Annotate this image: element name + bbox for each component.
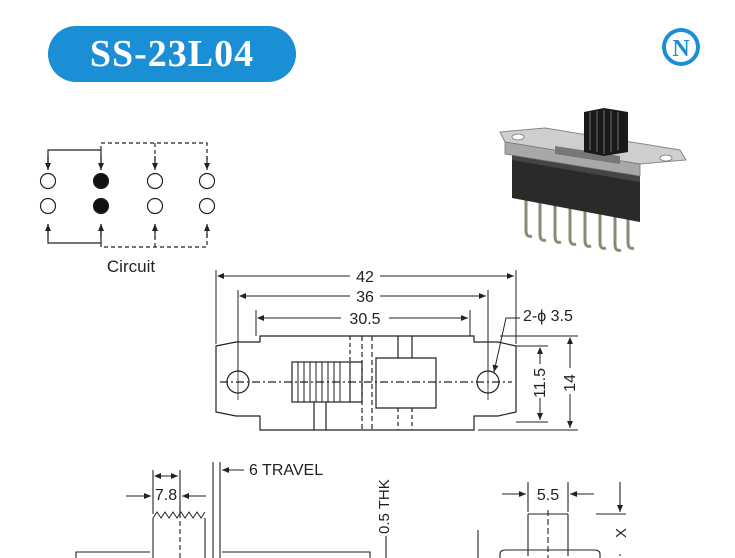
dim-overall: 42: [356, 269, 374, 286]
model-badge: SS-23L04: [48, 26, 296, 82]
slider-block: [350, 361, 363, 403]
dim-mount: 36: [356, 289, 374, 306]
top-view: [215, 335, 517, 431]
circuit-label: Circuit: [107, 257, 155, 276]
dim-actuator: 5.5: [537, 487, 559, 504]
logo-inner: [666, 32, 696, 62]
terminal: [198, 172, 216, 190]
product-image: [499, 108, 687, 252]
circuit-dashed-bottom: [100, 224, 208, 248]
terminal: [39, 197, 57, 215]
side-view-labels: 7.8 6 TRAVEL 0.5 THK: [155, 462, 393, 534]
circuit-diagram: [45, 142, 210, 248]
circuit-link-bottom: [47, 224, 102, 244]
dim-thickness: 0.5 THK: [376, 479, 393, 534]
product-pins: [524, 200, 635, 252]
terminal: [39, 172, 57, 190]
logo-letter: N: [672, 36, 690, 62]
contact-block: [375, 357, 437, 409]
terminal: [198, 197, 216, 215]
circuit-terminals: [39, 172, 216, 215]
brand-logo: N: [662, 28, 700, 66]
end-view-labels: 5.5 X: [537, 487, 630, 538]
dim-height-outer: 14: [562, 374, 579, 392]
terminal: [146, 172, 164, 190]
dim-actuator-width: 7.8: [155, 487, 177, 504]
top-view-labels: 42 36 30.5 2-ϕ 3.5 14 11.5: [341, 268, 579, 398]
dim-inner: 30.5: [349, 311, 380, 328]
circuit-dashed-top: [100, 142, 208, 170]
end-body: [499, 549, 601, 558]
dim-height-inner: 11.5: [532, 368, 549, 398]
dim-x: X: [613, 528, 630, 538]
dim-travel: 6 TRAVEL: [249, 462, 323, 479]
hole-leader: [492, 317, 520, 373]
top-view-dimensions: [215, 270, 578, 431]
actuator-top: [291, 361, 351, 403]
product-actuator: [584, 108, 628, 156]
terminal-active: [92, 197, 110, 215]
dim-holes: 2-ϕ 3.5: [523, 308, 573, 325]
model-title: SS-23L04: [89, 33, 255, 75]
terminal-active: [92, 172, 110, 190]
mounting-plate: [215, 335, 517, 431]
end-view: [477, 482, 626, 558]
side-view: [75, 462, 387, 558]
circuit-link-top: [47, 149, 102, 170]
terminal: [146, 197, 164, 215]
